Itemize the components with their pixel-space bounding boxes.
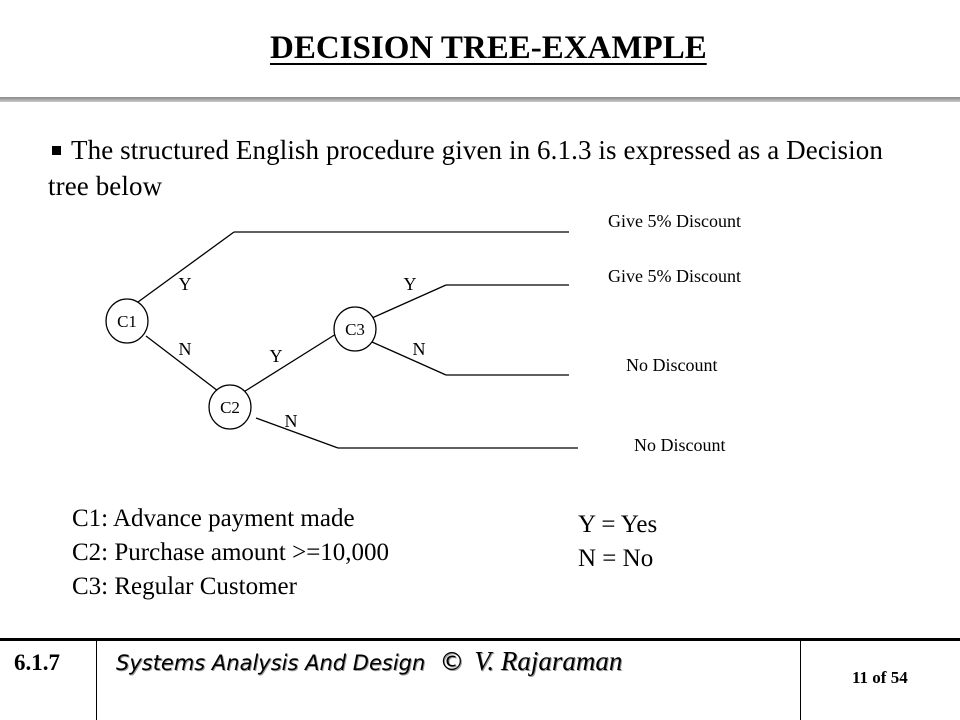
answer-key-legend: Y = Yes N = No: [578, 508, 657, 576]
copyright-icon: ©: [439, 647, 465, 676]
branch-label-c3-yes: Y: [404, 274, 417, 294]
branch-label-c3-no: N: [413, 339, 426, 359]
outcome-1: Give 5% Discount: [608, 211, 741, 231]
footer-separator-left: [96, 641, 97, 720]
author-name: V. Rajaraman: [474, 646, 623, 676]
outcome-3: No Discount: [626, 355, 718, 375]
edge-c1-no: [145, 335, 219, 392]
branch-label-c1-no: N: [179, 339, 192, 359]
node-c1: [105, 298, 149, 344]
condition-c2: C2: Purchase amount >=10,000: [72, 539, 390, 566]
title-divider: [0, 97, 960, 102]
outcome-4: No Discount: [634, 435, 726, 455]
key-yes: Y = Yes: [578, 511, 658, 538]
edge-c3-yes: [371, 284, 447, 319]
node-c1-label: C1: [117, 312, 137, 331]
branch-label-c2-no: N: [285, 411, 298, 431]
condition-c3: C3: Regular Customer: [72, 573, 297, 600]
node-c3-label: C3: [345, 320, 365, 339]
edge-c2-no: [255, 417, 339, 449]
outcome-2: Give 5% Discount: [608, 266, 741, 286]
condition-c1: C1: Advance payment made: [72, 505, 355, 532]
book-title: Systems Analysis And Design: [116, 651, 426, 675]
condition-legend: C1: Advance payment made C2: Purchase am…: [72, 502, 389, 604]
bullet-text: The structured English procedure given i…: [48, 135, 883, 201]
edge-c1-yes: [137, 231, 235, 303]
section-number: 6.1.7: [14, 650, 60, 675]
footer-separator-right: [800, 641, 801, 720]
footer-credit: Systems Analysis And Design © V. Rajaraman: [116, 646, 622, 677]
edge-c3-no: [371, 341, 447, 376]
bullet-paragraph: The structured English procedure given i…: [48, 132, 928, 204]
node-c2-label: C2: [220, 398, 240, 417]
edge-c2-yes: [241, 333, 337, 394]
square-bullet-icon: [52, 146, 61, 156]
node-c2: [208, 384, 252, 430]
page-counter: 11 of 54: [852, 668, 908, 687]
key-no: N = No: [578, 545, 654, 572]
footer-divider: [0, 638, 960, 641]
branch-label-c2-yes: Y: [270, 346, 283, 366]
node-c3: [333, 306, 377, 352]
branch-label-c1-yes: Y: [179, 274, 192, 294]
slide-title: DECISION TREE-EXAMPLE: [270, 30, 707, 66]
